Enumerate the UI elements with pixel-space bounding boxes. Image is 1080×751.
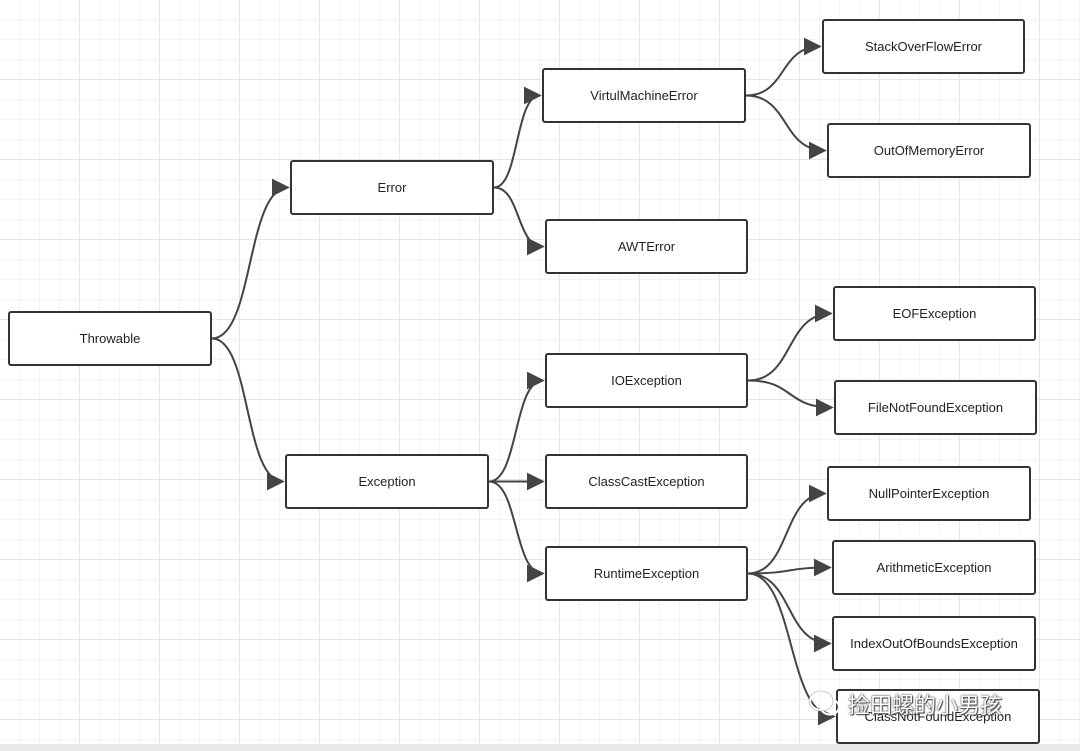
node-virtulmachineerror[interactable]: VirtulMachineError bbox=[542, 68, 746, 123]
edge-rt-to-ar bbox=[747, 558, 832, 577]
edge-exception-to-io bbox=[488, 371, 545, 483]
node-exception[interactable]: Exception bbox=[285, 454, 489, 509]
bottom-strip bbox=[0, 744, 1080, 751]
node-stackoverflowerror[interactable]: StackOverFlowError bbox=[822, 19, 1025, 74]
node-ioexception[interactable]: IOException bbox=[545, 353, 748, 408]
node-classnotfoundexception[interactable]: ClassNotFoundException bbox=[836, 689, 1040, 744]
edge-io-to-eof bbox=[747, 304, 833, 382]
node-throwable[interactable]: Throwable bbox=[8, 311, 212, 366]
node-error[interactable]: Error bbox=[290, 160, 494, 215]
edge-throwable-to-exception bbox=[211, 337, 285, 491]
edge-rt-to-cnf bbox=[747, 572, 836, 726]
node-runtimeexception[interactable]: RuntimeException bbox=[545, 546, 748, 601]
edge-rt-to-ioob bbox=[747, 572, 832, 653]
edge-error-to-awt bbox=[493, 186, 545, 256]
edge-error-to-vme bbox=[493, 86, 542, 189]
node-outofmemoryerror[interactable]: OutOfMemoryError bbox=[827, 123, 1031, 178]
edge-io-to-fnf bbox=[747, 379, 834, 417]
node-classcastexception[interactable]: ClassCastException bbox=[545, 454, 748, 509]
edge-rt-to-np bbox=[747, 484, 827, 575]
edge-vme-to-so bbox=[745, 37, 822, 97]
node-arithmeticexception[interactable]: ArithmeticException bbox=[832, 540, 1036, 595]
edge-vme-to-oom bbox=[745, 94, 827, 160]
node-indexoutofboundsexception[interactable]: IndexOutOfBoundsException bbox=[832, 616, 1036, 671]
node-nullpointerexception[interactable]: NullPointerException bbox=[827, 466, 1031, 521]
node-awterror[interactable]: AWTError bbox=[545, 219, 748, 274]
edge-exception-to-rt bbox=[488, 480, 545, 583]
node-eofexception[interactable]: EOFException bbox=[833, 286, 1036, 341]
edge-throwable-to-error bbox=[211, 178, 290, 340]
node-filenotfoundexception[interactable]: FileNotFoundException bbox=[834, 380, 1037, 435]
